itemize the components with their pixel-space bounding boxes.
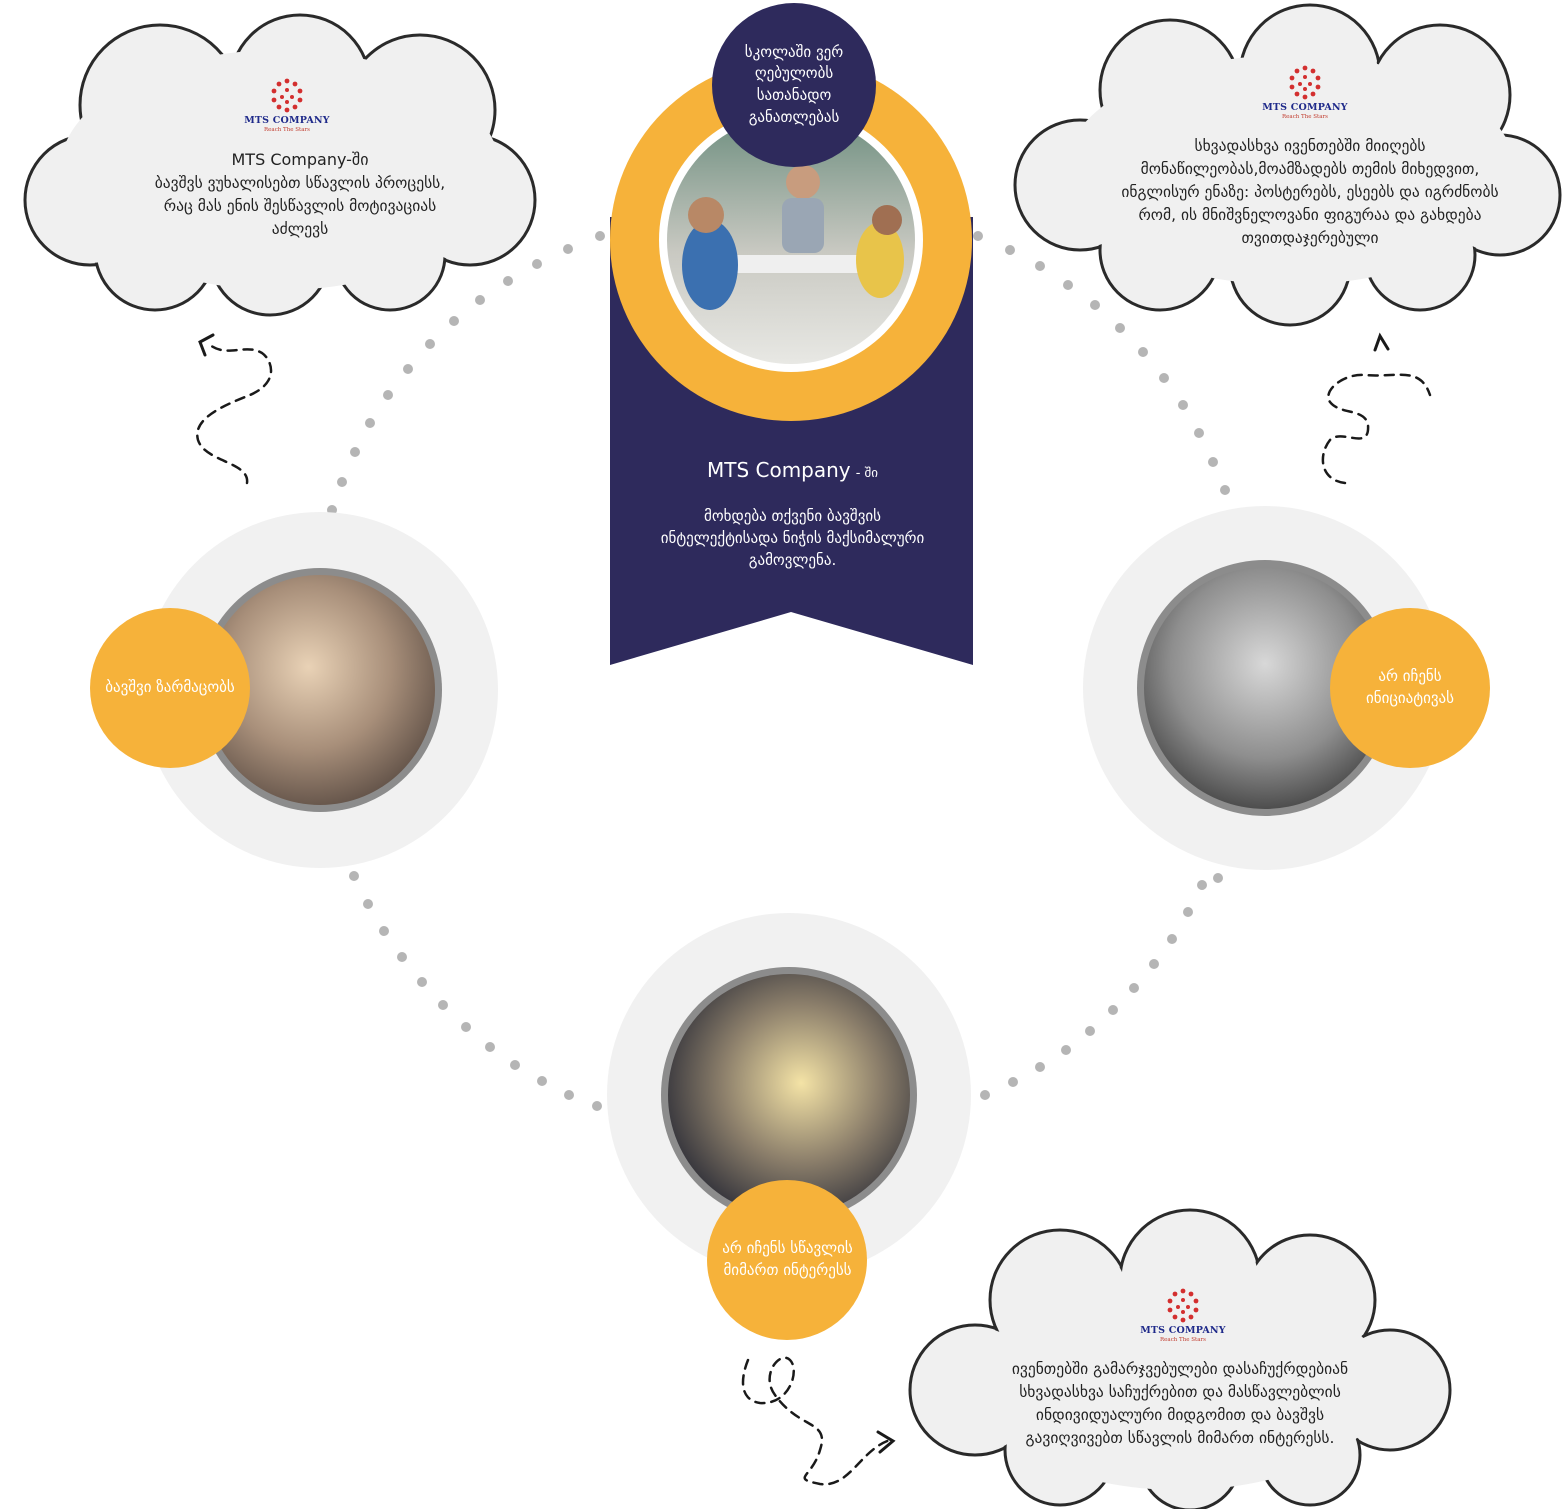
cloud-top-left-heading: MTS Company-ში [231, 150, 369, 169]
badge-circle [712, 3, 876, 167]
problem-right-label: არ იჩენს ინიციატივას [1365, 667, 1455, 707]
logo-mark-top-right [1289, 65, 1321, 100]
arrowhead-top-left [198, 333, 215, 357]
logo-mark-bottom-right [1167, 1288, 1199, 1323]
node-right-label-circle [1330, 608, 1490, 768]
cloud-top-left [23, 13, 537, 317]
logo-name-top-right: MTS COMPANY [1262, 102, 1348, 113]
squiggle-arrow-bottom [741, 1356, 892, 1486]
bored-boy-photo [205, 575, 435, 805]
node-left-label-circle [90, 608, 250, 768]
problem-left-label: ბავშვი ზარმაცობს [105, 678, 235, 697]
logo-tagline-top-left: Reach The Stars [264, 127, 310, 133]
logo-tagline-bottom-right: Reach The Stars [1160, 1337, 1206, 1343]
cloud-top-right-text: სხვადასხვა ივენთებში მიიღებს მონაწილეობა… [1121, 137, 1499, 247]
node-bottom-label-circle [707, 1180, 867, 1340]
logo-name-top-left: MTS COMPANY [244, 115, 330, 126]
tired-teen-photo [1144, 567, 1386, 809]
squiggle-arrow-top-right [1321, 373, 1432, 485]
cloud-top-right [1013, 3, 1562, 327]
cloud-top-left-text: ბავშვს ვუხალისებთ სწავლის პროცესს, რაც მ… [154, 174, 446, 238]
squiggle-arrow-top-left [196, 343, 273, 485]
problem-bottom-label: არ იჩენს სწავლის მიმართ ინტერესს [722, 1239, 853, 1279]
ribbon-description: მოხდება თქვენი ბავშვის ინტელექტისადა ნიჭ… [660, 507, 925, 570]
ribbon-title: MTS Company [706, 458, 851, 482]
logo-mark-top-left [271, 78, 303, 113]
dotted-path [327, 231, 1230, 1111]
cloud-bottom-right-text: ივენთებში გამარჯვებულები დასაჩუქრდებიან … [1011, 1360, 1349, 1447]
arrowhead-top-right [1373, 332, 1390, 352]
girl-headphones-photo [668, 974, 910, 1216]
arrowhead-bottom [876, 1430, 896, 1454]
cloud-bottom-right [908, 1208, 1452, 1509]
ribbon-title-suffix: - ში [855, 466, 879, 481]
badge-text: სკოლაში ვერ ღებულობს სათანადო განათლებას [744, 42, 844, 126]
logo-name-bottom-right: MTS COMPANY [1140, 1325, 1226, 1336]
classroom-photo-detail [682, 165, 904, 310]
logo-tagline-top-right: Reach The Stars [1282, 114, 1328, 120]
ribbon-title-line: MTS Company - ში [630, 458, 955, 482]
